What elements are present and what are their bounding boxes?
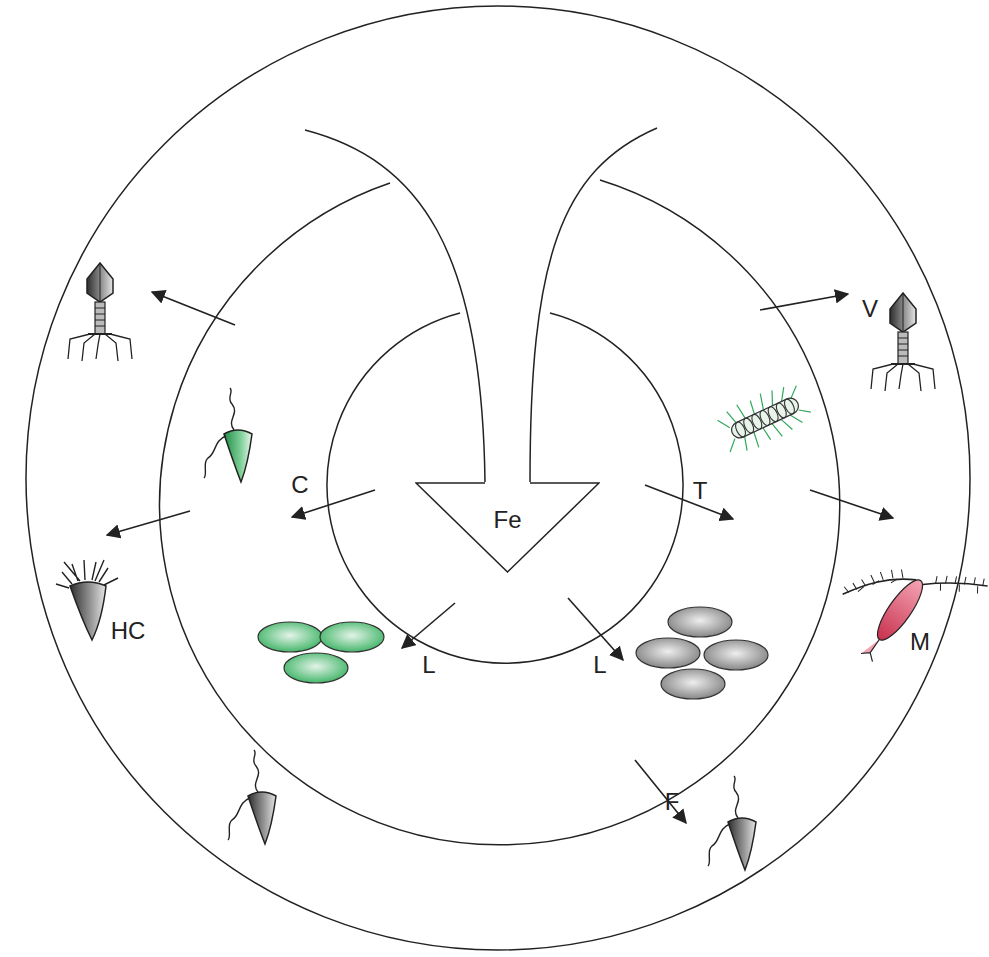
group-letter: F <box>665 790 680 814</box>
iron-triangle: Fe <box>415 482 600 573</box>
group-letter: M <box>910 630 930 654</box>
group-letter: C <box>291 473 308 497</box>
node-label: Fe <box>493 508 521 532</box>
group-letter: L <box>422 653 435 677</box>
group-letter: V <box>862 297 878 321</box>
group-letter: T <box>693 479 708 503</box>
group-letter: L <box>593 653 606 677</box>
group-letter: HC <box>111 619 146 643</box>
